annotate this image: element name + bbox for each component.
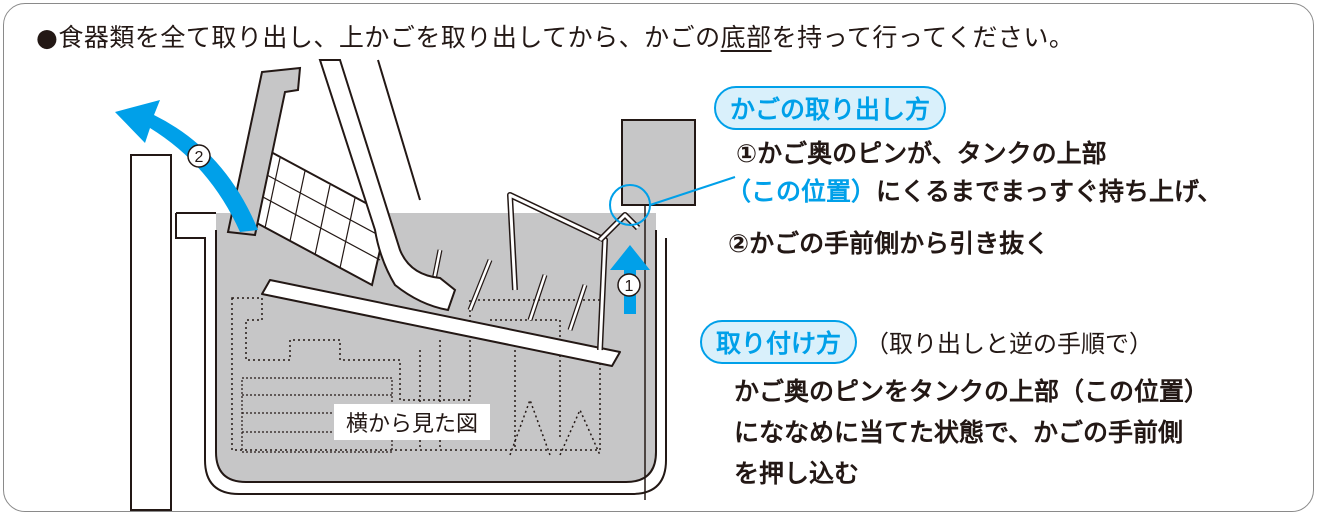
tank-inner-wall: [215, 230, 657, 483]
removal-heading-pill: かごの取り出し方: [714, 86, 947, 130]
removal-step1-line2: （この位置）にくるまでまっすぐ持ち上げ、: [726, 172, 1222, 208]
arrow-curve: [115, 100, 258, 232]
removal-step1-rest: にくるまでまっすぐ持ち上げ、: [876, 177, 1223, 206]
door-panel: [130, 154, 172, 511]
side-view-label: 横から見た図: [334, 404, 491, 440]
cabinet-block: [621, 119, 696, 206]
attach-note: （取り出しと逆の手順で）: [865, 330, 1154, 358]
tank-wall: [175, 212, 667, 495]
arrow-number-2: 2: [195, 149, 204, 166]
attach-heading: 取り付け方（取り出しと逆の手順で）: [700, 320, 1153, 364]
bullet: ●: [36, 23, 59, 52]
upper-basket: [261, 192, 641, 367]
removal-step1-line1: ①かご奥のピンが、タンクの上部: [736, 139, 1107, 168]
position-highlight: （この位置）: [726, 177, 877, 206]
headline-underlined: 底部: [720, 23, 772, 52]
removal-step2: ②かごの手前側から引き抜く: [728, 229, 1050, 258]
attach-line1: かご奥のピンをタンクの上部（この位置）: [734, 377, 1210, 406]
headline-text-end: を持って行ってください。: [771, 23, 1075, 52]
attach-line3: を押し込む: [734, 459, 860, 488]
arm-illustration: [318, 59, 457, 312]
removal-heading: かごの取り出し方: [714, 86, 947, 130]
attach-heading-pill: 取り付け方: [700, 320, 858, 364]
headline-text: 食器類を全て取り出し、上かごを取り出してから、かごの: [58, 23, 721, 52]
arrow-number-1: 1: [625, 278, 634, 295]
headline: ●食器類を全て取り出し、上かごを取り出してから、かごの底部を持って行ってください…: [36, 18, 1074, 54]
removed-panel: [226, 66, 302, 237]
attach-line2: にななめに当てた状態で、かごの手前側: [734, 418, 1184, 447]
tank-water: [216, 213, 656, 482]
